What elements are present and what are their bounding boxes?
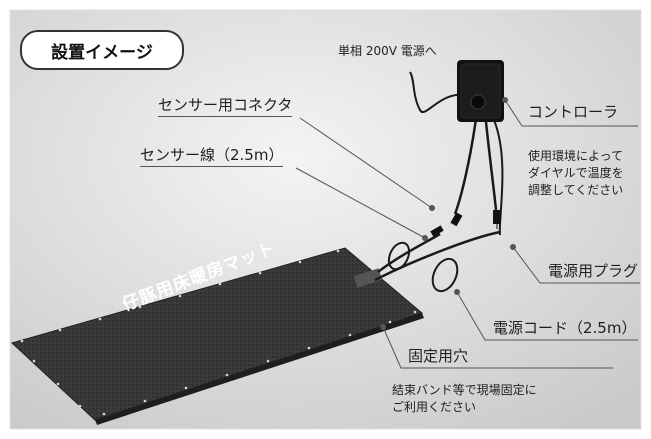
power-plug-label: 電源用プラグ [548, 262, 639, 280]
fixing-hole-label: 固定用穴 [408, 347, 469, 365]
mat-fixing-holes [20, 249, 417, 416]
sensor-cable-loop [387, 241, 411, 271]
fixing-hole-note-2: ご利用ください [392, 400, 477, 414]
controller-note-1: 使用環境によって [528, 149, 624, 163]
controller-note-3: 調整してください [528, 183, 624, 197]
sensor-connector-plug [450, 212, 463, 227]
controller-output-cable [484, 121, 498, 211]
mat-edge [95, 313, 424, 425]
power-plug-body [493, 210, 501, 224]
sensor-cable-line [377, 232, 441, 273]
supply-cable [409, 71, 469, 113]
sensor-connector-part [430, 225, 444, 237]
fixing-hole-note-1: 結束バンド等で現場固定に [392, 383, 537, 397]
controller-label: コントローラ [528, 103, 619, 121]
controller-sensor-cable [453, 118, 478, 215]
mat-connector [353, 268, 383, 288]
power-plug-pin [496, 224, 498, 229]
power-source-label: 単相 200V 電源へ [338, 44, 437, 58]
power-cord-cable [374, 230, 501, 282]
controller-note-2: ダイヤルで温度を [528, 166, 624, 180]
controller-power-cable [493, 119, 504, 236]
diagram-title: 設置イメージ [20, 30, 184, 70]
power-cord-label: 電源コード（2.5m） [493, 319, 637, 337]
controller-face [460, 63, 501, 119]
power-cord-loop [431, 257, 459, 293]
leader-dots [380, 97, 516, 330]
sensor-connector-label: センサー用コネクタ [158, 96, 293, 117]
controller-dial [470, 94, 486, 110]
sensor-cable-label: センサー線（2.5m） [140, 146, 284, 167]
leader-lines [295, 99, 640, 369]
